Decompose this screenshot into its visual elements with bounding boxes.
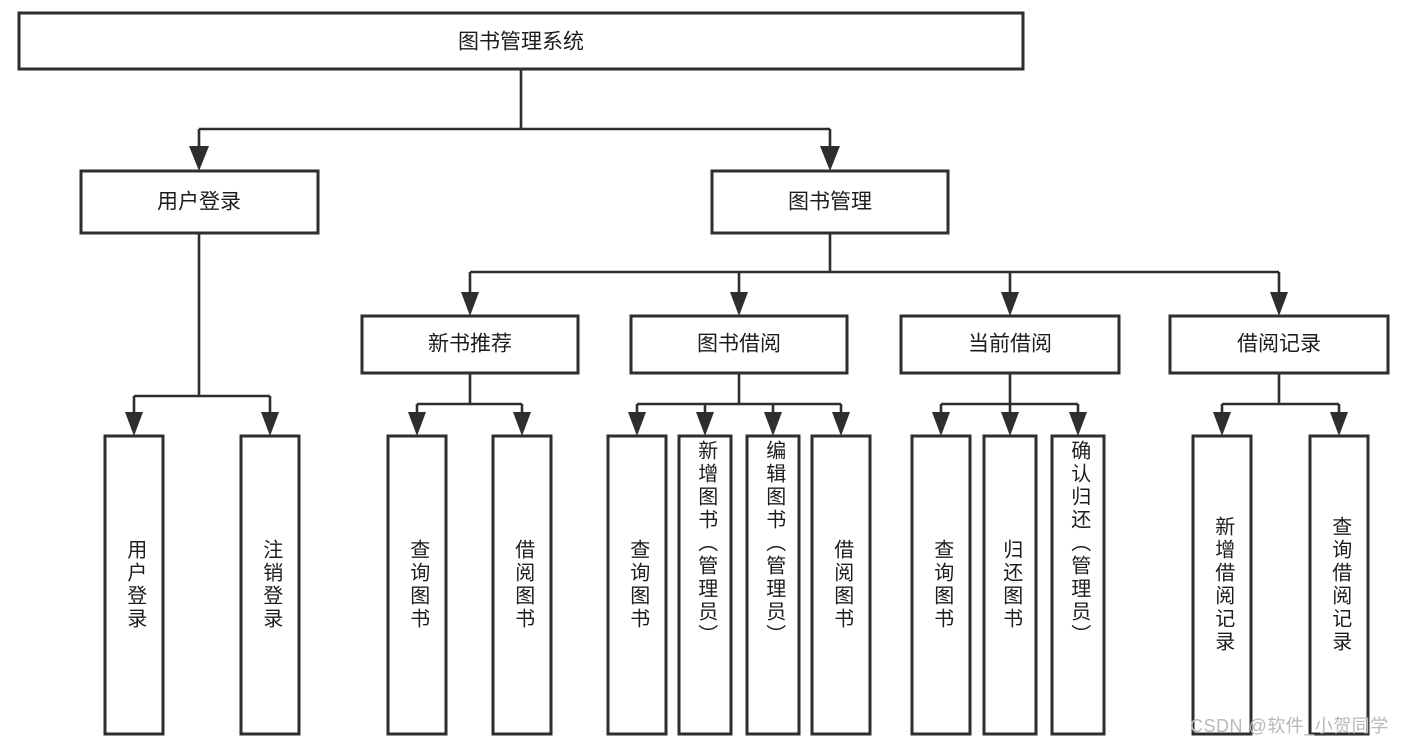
node-leaf-borrow-book-2[interactable] xyxy=(810,434,872,736)
arrowhead-leaf-return-book xyxy=(1001,412,1019,436)
arrowhead-leaf-borrow-book-1 xyxy=(513,412,531,436)
node-current-borrow[interactable] xyxy=(899,314,1121,375)
node-label-borrow-record: 借阅记录 xyxy=(1237,333,1321,356)
arrowhead-leaf-add-record xyxy=(1213,412,1231,436)
arrowhead-leaf-edit-book xyxy=(764,412,782,436)
arrowhead-leaf-query-record xyxy=(1330,412,1348,436)
node-book-management-system[interactable] xyxy=(17,11,1025,71)
arrowhead-leaf-add-book xyxy=(696,412,714,436)
node-leaf-query-book-1[interactable] xyxy=(386,434,448,736)
node-book-borrow[interactable] xyxy=(629,314,849,375)
arrowhead-leaf-query-book-3 xyxy=(932,412,950,436)
node-label-new-book-recommend: 新书推荐 xyxy=(428,333,512,356)
node-leaf-add-record[interactable] xyxy=(1191,434,1253,736)
arrowhead-book-borrow xyxy=(730,292,748,316)
arrowhead-leaf-user-login xyxy=(125,412,143,436)
arrowhead-borrow-record xyxy=(1270,292,1288,316)
node-leaf-query-book-2[interactable] xyxy=(606,434,668,736)
node-leaf-return-book[interactable] xyxy=(982,434,1038,736)
arrowhead-leaf-query-book-2 xyxy=(628,412,646,436)
arrowhead-leaf-query-book-1 xyxy=(408,412,426,436)
node-label-book-management: 图书管理 xyxy=(788,191,872,214)
arrowhead-user-login xyxy=(189,146,209,171)
node-layer: 图书管理系统 用户登录 图书管理 新书推荐 图书借阅 当前借阅 借阅记录 xyxy=(17,11,1390,736)
node-label-book-borrow: 图书借阅 xyxy=(697,333,781,356)
arrowhead-leaf-confirm-return xyxy=(1069,412,1087,436)
arrowhead-book-management xyxy=(820,146,840,171)
node-leaf-edit-book[interactable] xyxy=(745,434,801,736)
node-leaf-confirm-return[interactable] xyxy=(1050,434,1106,736)
node-label-book-management-system: 图书管理系统 xyxy=(458,31,584,54)
arrowhead-layer xyxy=(125,146,1348,436)
arrowhead-leaf-logout-login xyxy=(261,412,279,436)
node-user-login[interactable] xyxy=(79,169,320,235)
node-leaf-query-book-3[interactable] xyxy=(910,434,972,736)
node-leaf-query-record[interactable] xyxy=(1308,434,1370,736)
arrowhead-new-book-recommend xyxy=(461,292,479,316)
node-leaf-borrow-book-1[interactable] xyxy=(491,434,553,736)
node-leaf-user-login[interactable] xyxy=(103,434,165,736)
node-leaf-add-book[interactable] xyxy=(677,434,733,736)
arrowhead-current-borrow xyxy=(1001,292,1019,316)
node-label-current-borrow: 当前借阅 xyxy=(968,333,1052,356)
node-leaf-logout-login[interactable] xyxy=(239,434,301,736)
node-book-management[interactable] xyxy=(710,169,950,235)
arrowhead-leaf-borrow-book-2 xyxy=(832,412,850,436)
node-label-user-login: 用户登录 xyxy=(157,191,241,214)
node-borrow-record[interactable] xyxy=(1168,314,1390,375)
node-new-book-recommend[interactable] xyxy=(360,314,580,375)
